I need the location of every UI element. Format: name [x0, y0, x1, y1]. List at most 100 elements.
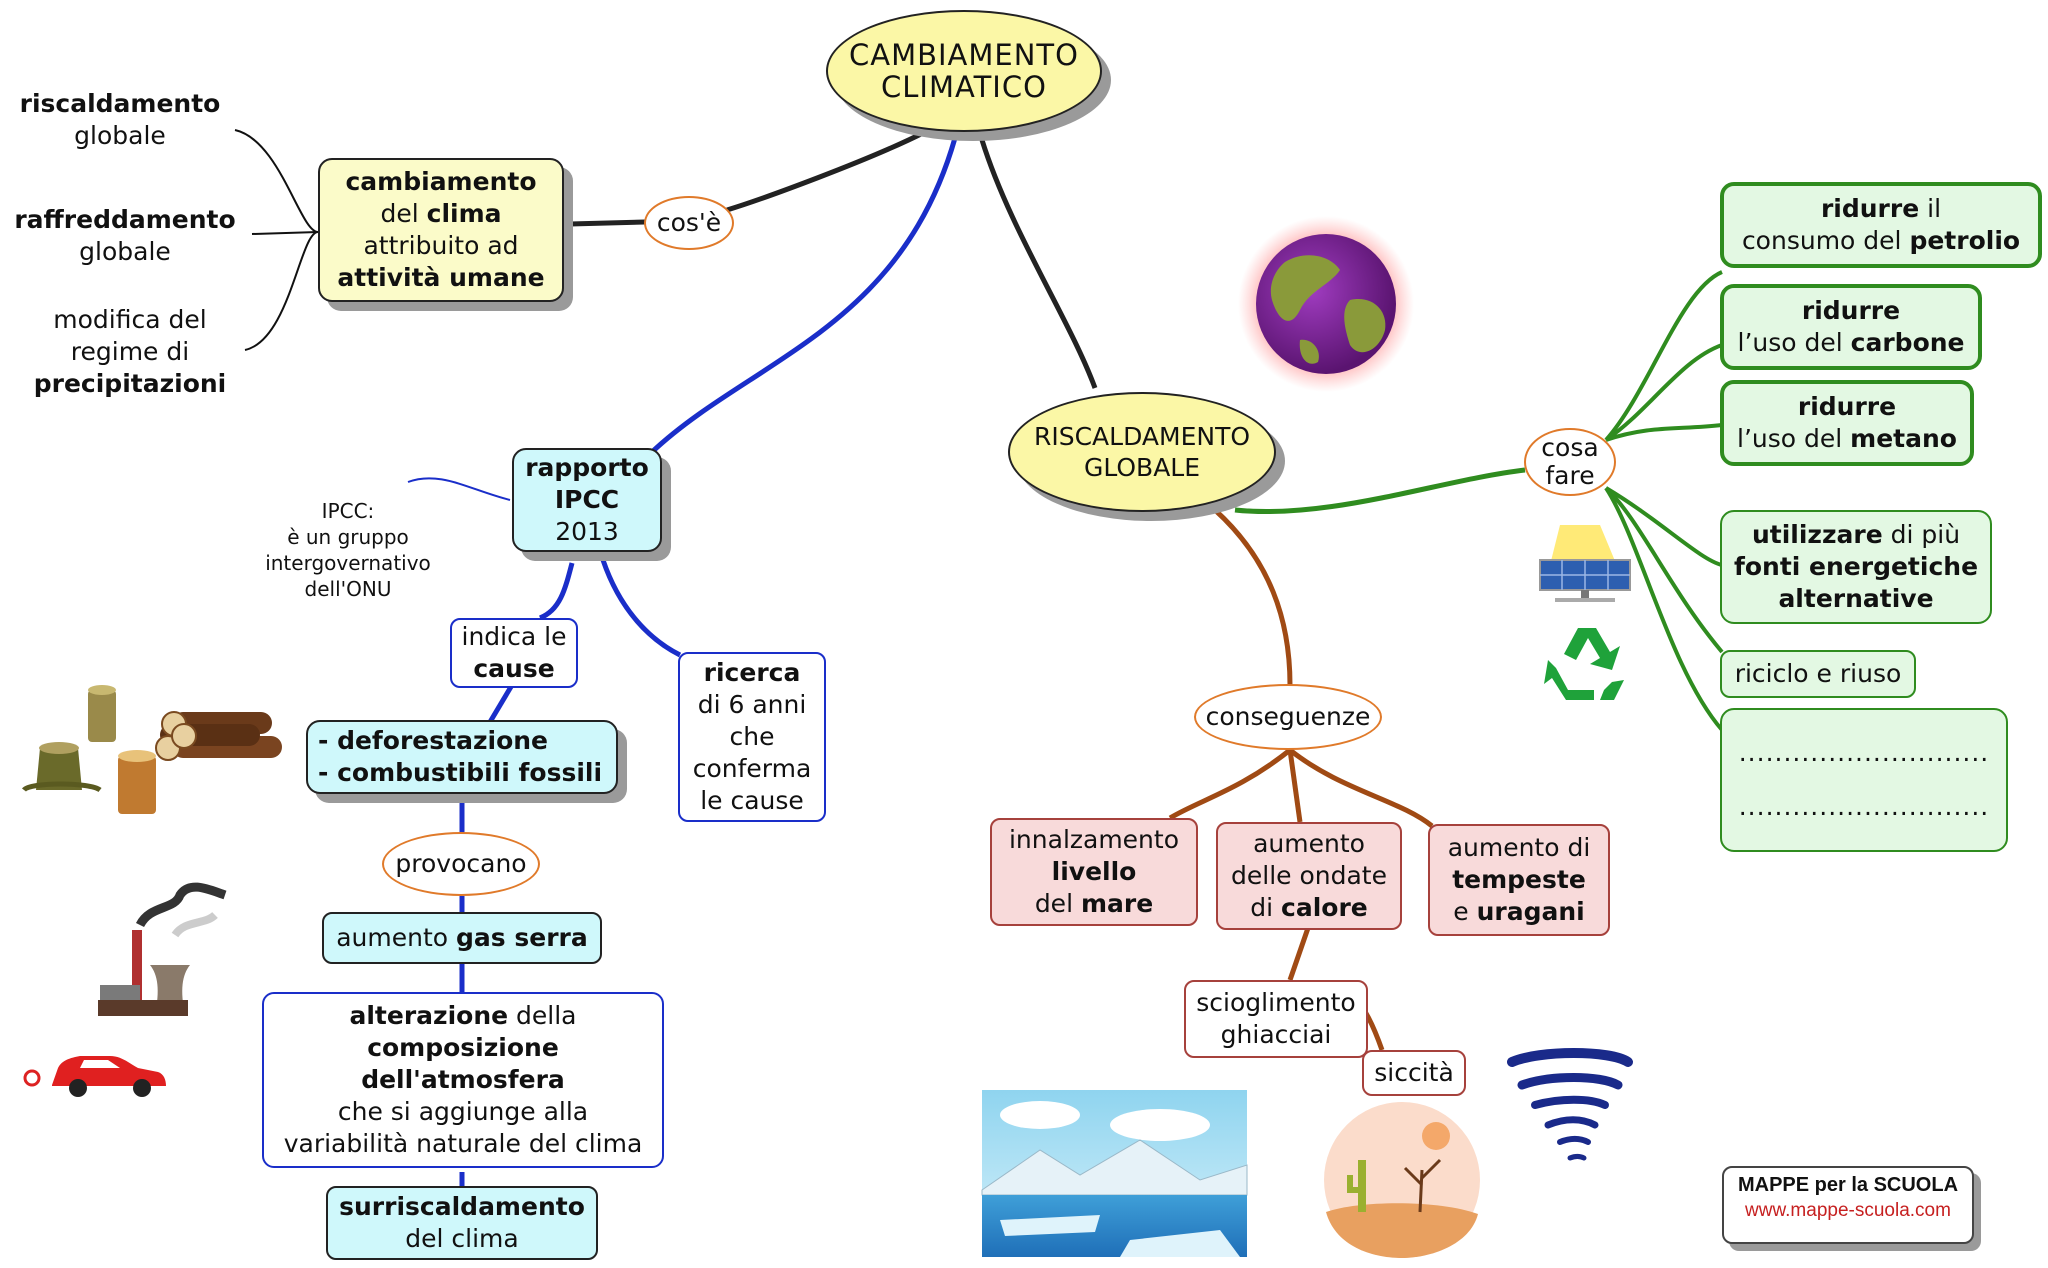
action-carbone[interactable]: ridurre l’uso del carbone — [1720, 284, 1982, 370]
connector-brown — [1168, 508, 1434, 1051]
action-fonti-bold: utilizzare — [1751, 520, 1883, 549]
action-metano-l2-bold: metano — [1850, 424, 1957, 453]
action-metano-bold: ridurre — [1797, 392, 1897, 421]
logo-line2: www.mappe-scuola.com — [1745, 1200, 1951, 1221]
title-node[interactable]: CAMBIAMENTO CLIMATICO — [826, 10, 1102, 132]
alterazione-node[interactable]: alterazione della composizione dell'atmo… — [262, 992, 664, 1168]
term-riscaldamento-globale: riscaldamento globale — [10, 86, 230, 154]
link-cose[interactable]: cos'è — [644, 196, 734, 250]
consequence-mare-l3-pre: del — [1034, 889, 1081, 918]
consequence-calore-l3: di calore — [1250, 892, 1367, 924]
consequence-uragani[interactable]: aumento di tempeste e uragani — [1428, 824, 1610, 936]
ipcc-node[interactable]: rapporto IPCC 2013 — [512, 448, 662, 552]
ricerca-l1: ricerca — [703, 658, 801, 687]
action-riciclo[interactable]: riciclo e riuso — [1720, 650, 1916, 698]
indica-l1: indica le — [461, 622, 567, 651]
action-metano-l2-pre: l’uso del — [1737, 424, 1851, 453]
action-petrolio-bold: ridurre — [1820, 194, 1920, 223]
term-precipitazioni-bold: precipitazioni — [33, 369, 227, 398]
action-blank-l2: ............................ — [1738, 792, 1990, 821]
car-icon — [23, 1056, 166, 1097]
causes-l2: - combustibili fossili — [318, 758, 603, 787]
surriscaldamento-l2: del clima — [405, 1224, 519, 1253]
action-petrolio[interactable]: ridurre il consumo del petrolio — [1720, 182, 2042, 268]
alterazione-l2: composizione — [367, 1033, 559, 1062]
alterazione-l1-rest: della — [508, 1001, 577, 1030]
action-carbone-l2: l’uso del carbone — [1738, 327, 1965, 359]
cosa-fare-l1: cosa — [1541, 433, 1599, 462]
mappe-scuola-logo[interactable]: MAPPE per la SCUOLA www.mappe-scuola.com — [1722, 1166, 1974, 1244]
gas-bold: gas serra — [456, 923, 588, 952]
tornado-icon — [1507, 1048, 1633, 1161]
term-precipitazioni: modifica del regime di precipitazioni — [20, 302, 240, 402]
consequence-uragani-l1: aumento di — [1447, 833, 1591, 862]
link-conseguenze[interactable]: conseguenze — [1194, 684, 1382, 750]
term-precipitazioni-l2: regime di — [70, 337, 190, 366]
definition-l2-bold: clima — [426, 199, 502, 228]
consequence-uragani-l2: tempeste — [1452, 865, 1586, 894]
causes-node[interactable]: - deforestazione - combustibili fossili — [306, 720, 618, 794]
connector-title-riscaldamento — [979, 139, 1098, 389]
ipcc-l2: IPCC — [554, 485, 620, 514]
link-provocano-label: provocano — [395, 849, 527, 878]
consequence-mare-l2: livello — [1051, 857, 1137, 886]
consequence-mare-l3: del mare — [1035, 888, 1153, 920]
title-line1: CAMBIAMENTO — [849, 38, 1079, 72]
ricerca-node[interactable]: ricerca di 6 anni che conferma le cause — [678, 652, 826, 822]
definition-l2-pre: del — [380, 199, 427, 228]
glacier-icon — [981, 1090, 1248, 1257]
consequence-calore-l2: delle ondate — [1231, 861, 1387, 890]
ricerca-l4: conferma — [692, 754, 812, 783]
term-riscaldamento-bold: riscaldamento — [19, 89, 221, 118]
action-metano[interactable]: ridurre l’uso del metano — [1720, 380, 1974, 466]
surriscaldamento-node[interactable]: surriscaldamento del clima — [326, 1186, 598, 1260]
riscaldamento-line2: GLOBALE — [1083, 453, 1201, 482]
link-provocano[interactable]: provocano — [382, 832, 540, 896]
gas-node[interactable]: aumento gas serra — [322, 912, 602, 964]
definition-l1: cambiamento — [345, 167, 537, 196]
riscaldamento-node[interactable]: RISCALDAMENTO GLOBALE — [1008, 392, 1276, 512]
action-blank[interactable]: ............................ ...........… — [1720, 708, 2008, 852]
brace-left-terms — [234, 129, 319, 351]
consequence-calore[interactable]: aumento delle ondate di calore — [1216, 822, 1402, 930]
gas-label: aumento gas serra — [336, 922, 588, 954]
consequence-mare[interactable]: innalzamento livello del mare — [990, 818, 1198, 926]
term-riscaldamento-rest: globale — [74, 121, 166, 150]
ipcc-note-l3: intergovernativo — [265, 551, 431, 575]
definition-node[interactable]: cambiamento del clima attribuito ad atti… — [318, 158, 564, 302]
link-cosa-fare[interactable]: cosa fare — [1524, 428, 1616, 496]
term-raffreddamento-globale: raffreddamento globale — [10, 202, 240, 270]
consequence-calore-l3-pre: di — [1250, 893, 1282, 922]
consequence-ghiacciai-l2: ghiacciai — [1220, 1020, 1332, 1049]
ipcc-note-l1: IPCC: — [321, 499, 375, 523]
alterazione-l1-bold: alterazione — [349, 1001, 509, 1030]
action-fonti[interactable]: utilizzare di più fonti energetiche alte… — [1720, 510, 1992, 624]
indica-node[interactable]: indica le cause — [450, 618, 578, 688]
consequence-uragani-l3-pre: e — [1453, 897, 1477, 926]
consequence-ghiacciai[interactable]: scioglimento ghiacciai — [1184, 980, 1368, 1058]
action-petrolio-l2-pre: consumo del — [1741, 226, 1910, 255]
ipcc-note-l4: dell'ONU — [304, 577, 392, 601]
consequence-uragani-l3: e uragani — [1453, 896, 1584, 928]
term-raffreddamento-bold: raffreddamento — [14, 205, 236, 234]
action-fonti-l1: utilizzare di più — [1752, 519, 1960, 551]
ricerca-l3: che — [729, 722, 775, 751]
term-raffreddamento-rest: globale — [79, 237, 171, 266]
action-fonti-l2: fonti energetiche — [1733, 552, 1979, 581]
action-metano-l2: l’uso del metano — [1737, 423, 1957, 455]
ipcc-note-l2: è un gruppo — [287, 525, 409, 549]
surriscaldamento-l1: surriscaldamento — [339, 1192, 585, 1221]
recycle-icon — [1544, 628, 1624, 700]
logs-icon — [155, 711, 282, 761]
consequence-calore-l3-bold: calore — [1281, 893, 1368, 922]
title-line2: CLIMATICO — [881, 70, 1047, 104]
consequence-mare-l3-bold: mare — [1080, 889, 1154, 918]
consequence-siccita[interactable]: siccità — [1362, 1050, 1466, 1096]
indica-l2: cause — [473, 654, 555, 683]
gas-pre: aumento — [336, 923, 457, 952]
consequence-uragani-l3-bold: uragani — [1476, 897, 1585, 926]
action-petrolio-l1: ridurre il — [1821, 193, 1941, 225]
consequence-mare-l1: innalzamento — [1008, 825, 1180, 854]
action-petrolio-l2-bold: petrolio — [1909, 226, 2021, 255]
